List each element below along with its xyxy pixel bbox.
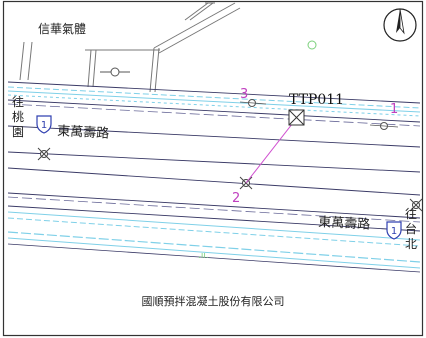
north-canal [7, 81, 421, 117]
road-lane-north [7, 103, 421, 127]
building-outline [19, 2, 241, 93]
north-arrow-icon: N [383, 8, 417, 42]
svg-text:往台北: 往台北 [405, 206, 417, 251]
road-edge-south [7, 192, 421, 219]
green-tick-mark: .ıı. [198, 251, 209, 261]
route-number: 1 [391, 226, 397, 237]
south-canal [7, 205, 421, 273]
route-shield-icon: 1 [386, 221, 402, 240]
svg-text:往桃園: 往桃園 [12, 94, 24, 139]
survey-point-tick [239, 101, 267, 105]
direction-west: 往桃園 [12, 94, 24, 139]
survey-point-tick [369, 124, 399, 128]
building-label: 信華氣體 [38, 22, 86, 36]
point-label-1: 1 [390, 102, 398, 117]
point-label-3: 3 [240, 87, 248, 102]
road-centerline [7, 151, 421, 173]
route-number: 1 [41, 120, 47, 131]
street-lamp-icon [37, 147, 51, 161]
survey-line [245, 118, 297, 184]
station-label: TTP011 [289, 92, 344, 108]
utility-symbol [100, 67, 130, 77]
route-shield-icon: 1 [36, 115, 52, 134]
road-edge-mid2 [7, 167, 421, 196]
green-marker [307, 40, 317, 50]
road-edge-mid1 [7, 125, 421, 148]
direction-east: 往台北 [405, 206, 417, 251]
road-edge-north [7, 99, 421, 123]
station-marker-icon [288, 109, 305, 126]
street-lamp-icon [409, 198, 423, 212]
road-name-east: 東萬壽路 [318, 214, 371, 233]
road-name-west: 東萬壽路 [57, 123, 110, 142]
point-label-2: 2 [232, 191, 240, 206]
company-label: 國順預拌混凝土股份有限公司 [142, 294, 285, 308]
road-lane-south [7, 196, 421, 223]
